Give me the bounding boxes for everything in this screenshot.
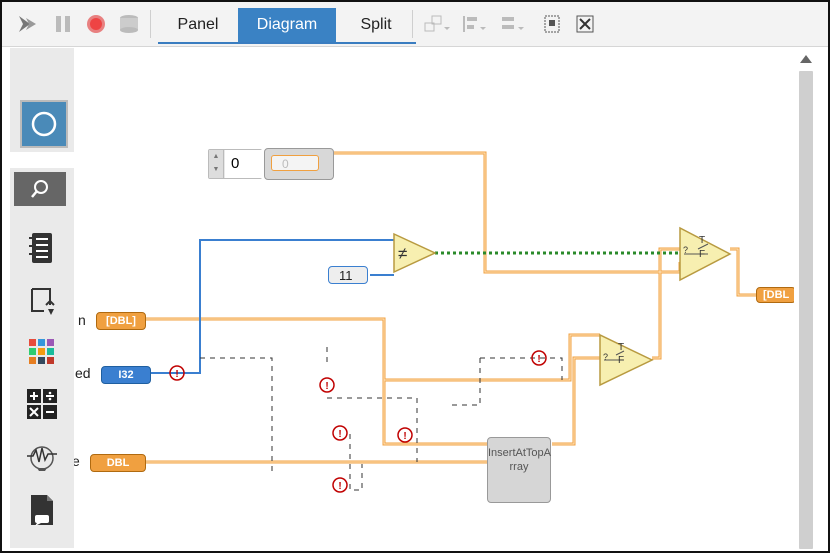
output-terminal-dbl[interactable]: [DBL	[756, 287, 796, 303]
not-equal-node	[393, 232, 437, 274]
toolbar-separator	[150, 10, 151, 38]
color-grid-icon[interactable]	[20, 330, 64, 374]
numeric-control-value: 0	[225, 150, 265, 178]
tab-diagram[interactable]: Diagram	[238, 8, 336, 42]
svg-text:!: !	[537, 354, 540, 365]
svg-text:!: !	[338, 481, 341, 492]
align-icon[interactable]	[422, 12, 452, 36]
select2-true: T	[699, 235, 706, 246]
loop-structure-icon[interactable]	[20, 100, 68, 148]
signal-analysis-icon[interactable]	[20, 434, 64, 478]
wire-output	[730, 247, 756, 297]
numeric-constant-11[interactable]: 11	[328, 266, 368, 284]
insert-node-label-2: rray	[509, 461, 529, 473]
select1-false: F	[618, 355, 625, 366]
select-node-1	[599, 333, 654, 387]
pause-icon[interactable]	[52, 12, 74, 36]
view-tabs: Panel Diagram Split	[158, 8, 416, 44]
block-diagram-canvas[interactable]: ! ! ! ! ! ! ▲▼ 0 0 11 ≠	[2, 47, 796, 551]
terminal-dbl[interactable]: DBL	[90, 454, 146, 472]
vertical-scrollbar[interactable]	[794, 47, 822, 551]
wire-insert-out	[552, 356, 600, 446]
terminal-dbl-array[interactable]: [DBL]	[96, 312, 146, 330]
error-icons	[169, 350, 547, 493]
terminal-i32[interactable]: I32	[101, 366, 151, 384]
select1-true: T	[618, 342, 625, 353]
insert-node-label-1: InsertAtTopA	[488, 447, 551, 459]
wire-dbl-array	[145, 317, 600, 382]
toolbar: Panel Diagram Split	[2, 2, 828, 47]
numeric-control[interactable]: ▲▼ 0	[208, 149, 265, 179]
scroll-up-icon[interactable]	[800, 55, 812, 63]
distribute-icon[interactable]	[460, 12, 490, 36]
label-ed: ed	[75, 365, 91, 381]
palette	[10, 48, 74, 548]
tab-split[interactable]: Split	[360, 16, 392, 33]
reorder-icon[interactable]	[542, 12, 564, 36]
select1-q: ?	[603, 352, 609, 362]
wire-select1-out	[652, 247, 680, 360]
wire-i32	[150, 239, 394, 374]
svg-text:!: !	[175, 369, 178, 380]
select2-q: ?	[683, 245, 689, 255]
resize-icon[interactable]	[498, 12, 528, 36]
scrollbar-thumb[interactable]	[799, 71, 813, 549]
database-icon[interactable]	[116, 12, 142, 36]
insert-at-top-array-node[interactable]: InsertAtTopA rray	[487, 437, 551, 503]
wires-layer: ! ! ! ! ! !	[145, 151, 756, 493]
math-operators-icon[interactable]	[20, 382, 64, 426]
toolbar-separator	[412, 10, 413, 38]
tab-panel[interactable]: Panel	[177, 16, 219, 33]
array-constant-value: 0	[271, 155, 319, 171]
label-n: n	[78, 312, 86, 328]
label-e: e	[72, 453, 80, 469]
select2-false: F	[699, 249, 706, 260]
array-constant[interactable]: 0	[264, 148, 334, 180]
wire-dbl-branch	[382, 380, 487, 446]
search-icon[interactable]	[14, 172, 66, 206]
svg-text:!: !	[325, 381, 328, 392]
timing-loop-icon[interactable]	[20, 278, 64, 322]
run-icon[interactable]	[16, 12, 40, 36]
abort-icon[interactable]	[84, 12, 108, 36]
svg-text:!: !	[338, 429, 341, 440]
not-equal-symbol: ≠	[398, 244, 408, 263]
svg-text:!: !	[403, 431, 406, 442]
stepper-arrows-icon[interactable]: ▲▼	[209, 150, 224, 178]
cleanup-icon[interactable]	[574, 12, 596, 36]
document-comment-icon[interactable]	[20, 488, 64, 532]
notebook-icon[interactable]	[20, 226, 64, 270]
